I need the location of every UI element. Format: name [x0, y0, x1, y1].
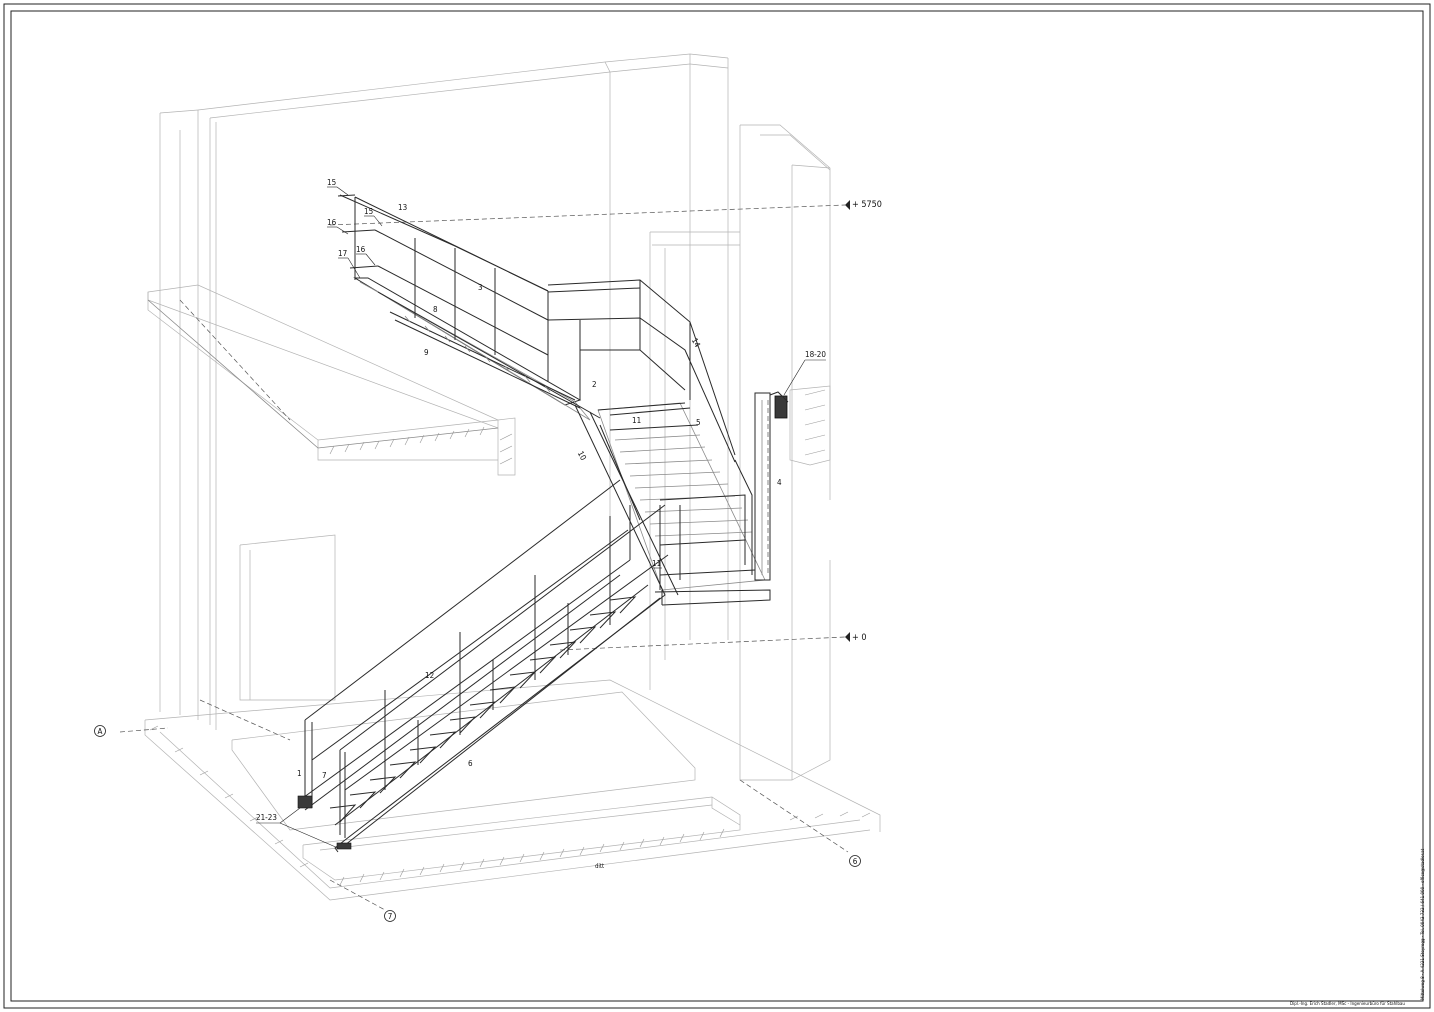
axis-markers: A 6 7	[94, 725, 861, 922]
label-stringer-end: 17	[338, 249, 347, 258]
label-handrail-lower: 12	[425, 671, 434, 680]
label-stringer-lower: 6	[468, 759, 473, 768]
label-tread-lower: 7	[322, 771, 327, 780]
label-landing-rail: 14	[690, 337, 702, 350]
level-upper: + 5750	[852, 200, 882, 210]
reference-lines	[119, 204, 849, 911]
label-landing-beam-lower: 11	[652, 559, 661, 568]
label-guard-post: 3	[478, 283, 483, 292]
lower-flight	[297, 404, 679, 853]
drawing-frame	[3, 3, 1431, 1009]
label-handrail-post-b: 15	[364, 207, 373, 216]
label-stringer-mid: 2	[592, 380, 597, 389]
axis-6: 6	[853, 857, 858, 866]
label-handrail-upper: 13	[398, 203, 407, 212]
upper-flight	[337, 194, 736, 463]
level-ground: + 0	[852, 633, 867, 643]
label-post-base: 1	[297, 769, 302, 778]
label-base-anchor: 21-23	[256, 813, 277, 822]
footer-credit: Dipl.-Ing. Erich Stadler, MSc - Ingenieu…	[1290, 1001, 1405, 1007]
label-handrail-post-d: 16	[356, 245, 366, 254]
label-tread: 8	[433, 305, 438, 314]
footer-notes: Dipl.-Ing. Erich Stadler, MSc - Ingenieu…	[1290, 848, 1426, 1007]
label-wall-anchor: 18-20	[805, 350, 826, 359]
label-column: 4	[777, 478, 782, 487]
axis-a: A	[98, 727, 103, 736]
label-stringer-upper: 9	[424, 348, 429, 357]
label-stringer-diag: 10	[576, 450, 588, 463]
label-handrail-post-c: 16	[327, 218, 337, 227]
side-note: Mittelweg 8 · A-4221 Steyregg · Tel. 004…	[1420, 848, 1426, 1000]
axis-7: 7	[388, 912, 393, 921]
label-handrail-post-a: 15	[327, 178, 336, 187]
part-labels: 15 15 13 16 17 16 3 8 9 2 11 14 5 10 18-…	[256, 178, 826, 870]
label-dimension: ditt	[595, 863, 604, 870]
building-shell	[144, 53, 881, 901]
level-marks: + 5750 + 0	[845, 200, 882, 643]
intermediate-landing	[597, 391, 789, 606]
label-landing-beam-upper: 11	[632, 416, 641, 425]
label-landing-post: 5	[696, 418, 701, 427]
